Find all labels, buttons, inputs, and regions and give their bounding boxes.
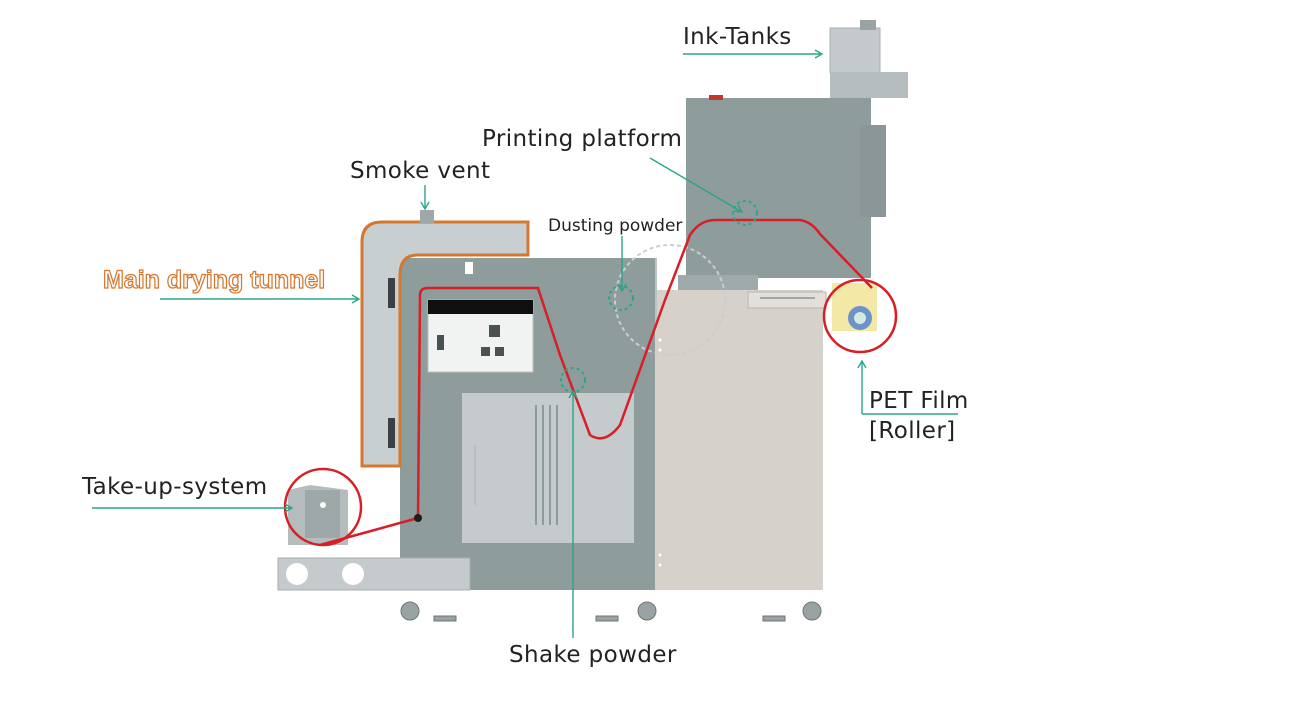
watermark-seal (614, 244, 726, 356)
right-cabinet (655, 290, 827, 590)
take-up-roller-dot (414, 514, 422, 522)
take-up-highlight (283, 467, 363, 547)
label-dusting-powder: Dusting powder (548, 216, 683, 236)
film-path (319, 218, 873, 547)
label-printing-platform: Printing platform (482, 126, 683, 152)
label-take-up-system: Take-up-system (82, 474, 268, 500)
control-panel (427, 299, 534, 373)
label-shake-powder: Shake powder (509, 642, 677, 668)
label-main-drying-tunnel: Main drying tunnel (102, 266, 326, 294)
label-pet-film-line2: [Roller] (869, 418, 956, 444)
label-pet-film: PET Film [Roller] (869, 386, 969, 446)
vent-dots (535, 405, 558, 525)
ink-tank-unit (829, 20, 908, 98)
label-ink-tanks: Ink-Tanks (683, 24, 792, 50)
printer-head-unit (678, 95, 886, 290)
caster-wheels (400, 601, 822, 622)
pet-roller-highlight (822, 278, 898, 354)
pet-roller (832, 283, 877, 331)
leader-lines (92, 49, 958, 638)
take-up-base (277, 485, 471, 591)
label-pet-film-line1: PET Film (869, 388, 969, 414)
label-smoke-vent: Smoke vent (350, 158, 491, 184)
drying-tunnel (360, 210, 530, 468)
